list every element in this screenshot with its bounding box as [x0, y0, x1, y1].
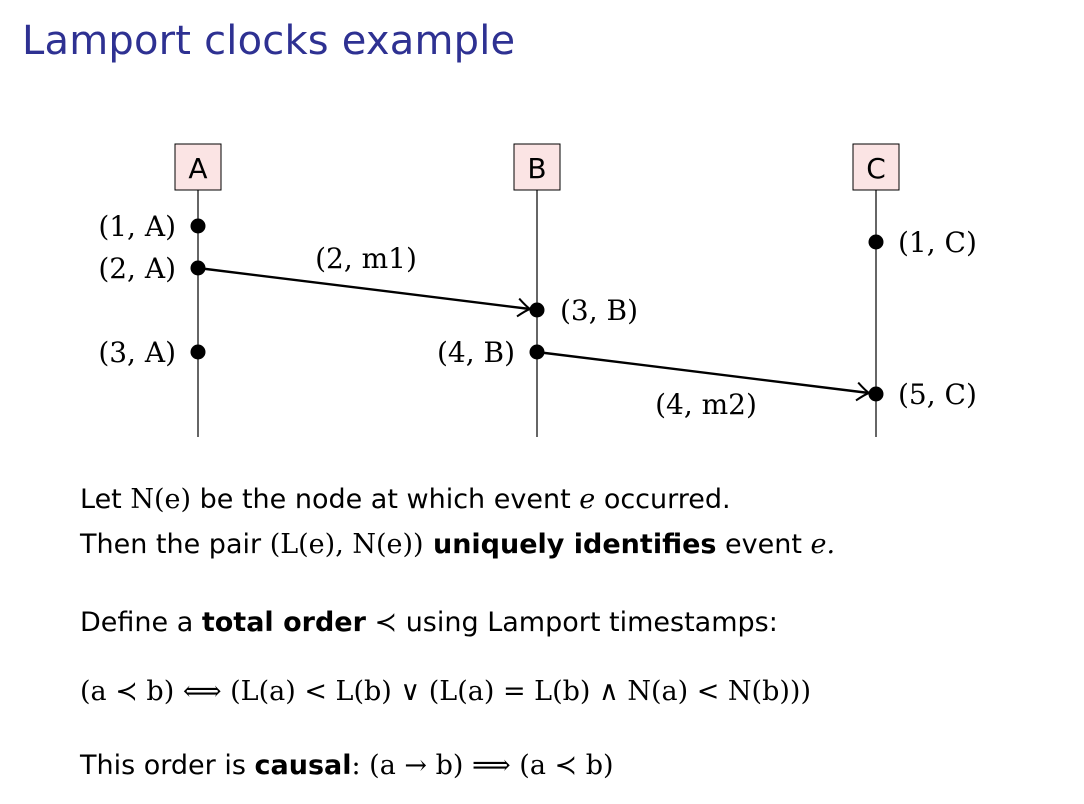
text-line-5-bold: causal: [254, 750, 352, 781]
slide-title: Lamport clocks example: [22, 18, 516, 64]
node-c: C: [852, 143, 900, 191]
message-arrow-m2: [536, 350, 869, 393]
text-line-5: This order is causal: (a → b) ⟹ (a ≺ b): [80, 750, 614, 781]
causal-formula: : (a → b) ⟹ (a ≺ b): [351, 750, 614, 781]
text-line-1: Let N(e) be the node at which event e oc…: [80, 484, 731, 515]
event-label-3a: (3, A): [98, 336, 176, 369]
event-label-5c: (5, C): [898, 378, 977, 411]
node-b: B: [513, 143, 561, 191]
text-line-1-part-1: Let: [80, 484, 131, 515]
message-label-m2: (4, m2): [655, 388, 757, 421]
text-line-2-bold: uniquely identifies: [423, 529, 717, 560]
text-line-3-bold: total order: [201, 607, 366, 638]
text-line-3-part-2: ≺ using Lamport timestamps:: [365, 607, 778, 638]
text-line-1-part-3: occurred.: [595, 484, 731, 515]
event-dot-1a: [190, 218, 206, 234]
event-label-3b: (3, B): [560, 294, 638, 327]
event-dot-2a: [190, 260, 206, 276]
text-line-1-math-e: e: [579, 484, 596, 515]
node-a: A: [174, 143, 222, 191]
text-line-3: Define a total order ≺ using Lamport tim…: [80, 607, 778, 638]
message-arrow-m1: [197, 266, 530, 309]
text-line-3-part-1: Define a: [80, 607, 202, 638]
text-line-5-part-1: This order is: [80, 750, 255, 781]
event-label-2a: (2, A): [98, 252, 176, 285]
node-b-label: B: [527, 152, 546, 185]
node-a-label: A: [188, 152, 207, 185]
event-label-4b: (4, B): [437, 336, 515, 369]
total-order-formula: (a ≺ b) ⟺ (L(a) < L(b) ∨ (L(a) = L(b) ∧ …: [80, 676, 811, 707]
text-line-2-math-e: e.: [810, 529, 836, 560]
event-dot-4b: [529, 344, 545, 360]
message-label-m1: (2, m1): [315, 242, 417, 275]
event-dot-5c: [868, 386, 884, 402]
text-line-2-math-pair: (L(e), N(e)): [269, 529, 424, 560]
text-line-1-math-n-e: N(e): [130, 484, 192, 515]
text-line-1-part-2: be the node at which event: [191, 484, 580, 515]
event-dot-3a: [190, 344, 206, 360]
text-line-2-part-2: event: [716, 529, 811, 560]
event-label-1a: (1, A): [98, 210, 176, 243]
event-dot-3b: [529, 302, 545, 318]
event-label-1c: (1, C): [898, 226, 977, 259]
text-line-2: Then the pair (L(e), N(e)) uniquely iden…: [80, 529, 835, 560]
lamport-diagram: A B C (1, A) (2, A) (3, A) (3, B) (4, B)…: [98, 143, 977, 437]
node-c-label: C: [866, 152, 886, 185]
text-line-2-part-1: Then the pair: [80, 529, 270, 560]
event-dot-1c: [868, 234, 884, 250]
